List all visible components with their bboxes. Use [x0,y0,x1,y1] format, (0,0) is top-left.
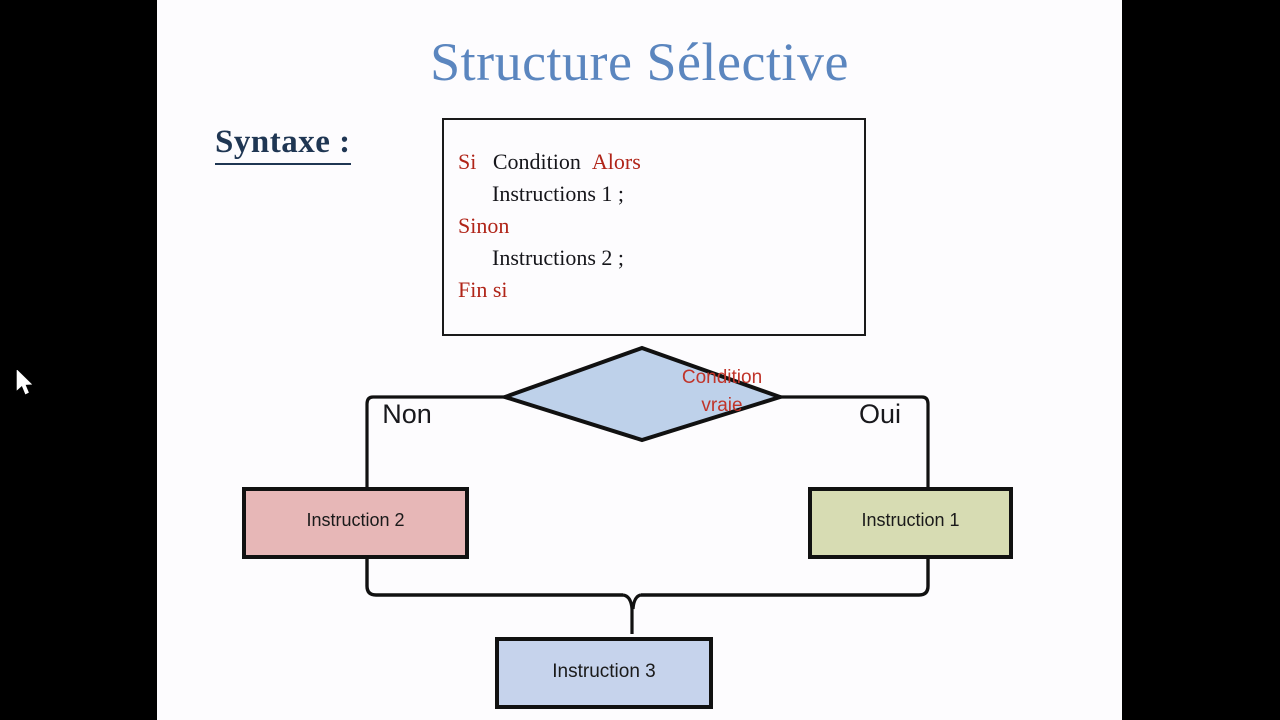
node-instruction-1[interactable] [808,487,1013,559]
connector-merge-right [641,557,930,597]
presentation-slide: Structure Sélective Syntaxe : Si Conditi… [157,0,1122,720]
token-condition: Condition [492,149,581,174]
keyword-alors: Alors [591,149,641,174]
syntaxe-heading: Syntaxe : [215,124,351,165]
connector-merge-cusp-left [622,593,634,634]
node-instruction-3[interactable] [495,637,713,709]
letterbox-bar-right [1122,0,1280,720]
code-lines: Si Condition Alors Instructions 1 ; Sino… [458,146,641,306]
connector-merge-left [365,557,623,597]
decision-diamond[interactable] [498,345,787,443]
keyword-si: Si [458,149,477,174]
connector-merge-cusp-right [631,593,642,610]
letterbox-bar-left [0,0,157,720]
code-line-instructions-2: Instructions 2 ; [458,242,641,274]
flowchart-diagram [242,345,1013,709]
code-line-instructions-1: Instructions 1 ; [458,178,641,210]
code-line-fin-si: Fin si [458,274,641,306]
connector-false-branch [365,395,505,489]
keyword-sinon: Sinon [458,213,510,238]
page-title: Structure Sélective [430,32,849,92]
code-line-sinon: Sinon [458,210,641,242]
syntax-code-box: Si Condition Alors Instructions 1 ; Sino… [442,118,866,336]
token-instructions-2: Instructions 2 ; [492,245,624,270]
node-instruction-2[interactable] [242,487,469,559]
connector-true-branch [780,395,930,489]
keyword-fin-si: Fin si [458,277,508,302]
token-instructions-1: Instructions 1 ; [492,181,624,206]
code-line-si: Si Condition Alors [458,146,641,178]
mouse-cursor-icon [16,370,33,395]
